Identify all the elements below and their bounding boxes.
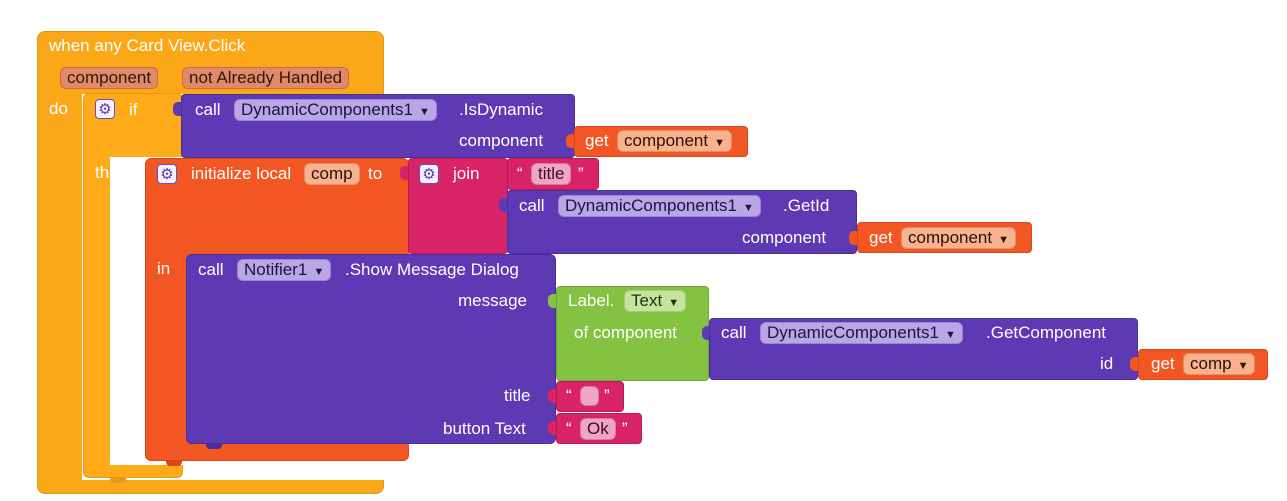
if-bottom-notch (110, 477, 126, 483)
get-var-name-2: component (908, 228, 993, 247)
text-title-value[interactable]: title (531, 163, 572, 185)
event-param-not-already-handled[interactable]: not Already Handled (182, 67, 350, 89)
text-title-quote-close: ” (578, 164, 584, 183)
isdynamic-component-dropdown[interactable]: DynamicComponents1 ▼ (234, 99, 437, 121)
get-var-name-3: comp (1190, 354, 1232, 373)
initialize-local-label: initialize local (191, 164, 292, 183)
get-plug-2 (849, 231, 858, 245)
isdynamic-method: .IsDynamic (459, 100, 544, 119)
chevron-down-icon: ▼ (714, 137, 726, 149)
title-arg-label: title (504, 386, 531, 405)
get-var-dropdown-3[interactable]: comp ▼ (1183, 353, 1256, 375)
event-param-component[interactable]: component (60, 67, 159, 89)
local-mutator-gear-icon[interactable]: ⚙ (157, 164, 177, 184)
if-label: if (129, 100, 138, 119)
label-property-name: Text (631, 291, 663, 310)
button-text-value[interactable]: Ok (580, 418, 616, 440)
isdynamic-arg-label: component (459, 131, 544, 150)
chevron-down-icon: ▼ (313, 266, 325, 278)
getcomponent-component-dropdown[interactable]: DynamicComponents1 ▼ (760, 322, 963, 344)
chevron-down-icon: ▼ (1237, 360, 1249, 372)
getcomponent-plug (702, 326, 711, 340)
title-quote-open: “ (566, 386, 572, 405)
button-text-arg-label: button Text (443, 419, 526, 438)
do-label: do (49, 99, 68, 118)
get-var-dropdown-2[interactable]: component ▼ (901, 227, 1017, 249)
getcomponent-method: .GetComponent (986, 323, 1107, 342)
message-arg-label: message (458, 291, 527, 310)
label-property-dropdown[interactable]: Text ▼ (624, 290, 687, 312)
getid-plug (499, 198, 508, 212)
button-quote-close: ” (622, 419, 628, 438)
label-prefix: Label. (568, 291, 615, 310)
button-quote-open: “ (566, 419, 572, 438)
isdynamic-plug (173, 102, 182, 116)
button-text-plug (548, 421, 557, 435)
to-label: to (368, 164, 383, 183)
join-label: join (453, 164, 480, 183)
chevron-down-icon: ▼ (944, 329, 956, 341)
getid-component-dropdown[interactable]: DynamicComponents1 ▼ (558, 195, 761, 217)
get-var-name-1: component (624, 131, 709, 150)
get-plug-1 (566, 134, 575, 148)
text-title-quote-open: “ (517, 164, 523, 183)
get-plug-3 (1130, 357, 1139, 371)
local-var-name[interactable]: comp (304, 163, 360, 185)
join-mutator-gear-icon[interactable]: ⚙ (419, 164, 439, 184)
event-header: when any Card View.Click (49, 36, 246, 55)
get-label-3: get (1151, 354, 1175, 373)
label-text-plug (548, 294, 557, 308)
of-component-label: of component (574, 323, 678, 342)
chevron-down-icon: ▼ (742, 202, 754, 214)
getcomponent-component-name: DynamicComponents1 (767, 323, 939, 342)
local-bottom-notch (166, 460, 182, 466)
notifier-component-name: Notifier1 (244, 260, 308, 279)
in-label: in (157, 259, 171, 278)
getid-component-name: DynamicComponents1 (565, 196, 737, 215)
get-var-dropdown-1[interactable]: component ▼ (617, 130, 733, 152)
notifier-component-dropdown[interactable]: Notifier1 ▼ (237, 259, 332, 281)
show-message-method: .Show Message Dialog (345, 260, 519, 279)
get-label-2: get (869, 228, 893, 247)
title-text-value[interactable] (580, 386, 599, 406)
isdynamic-component-name: DynamicComponents1 (241, 100, 413, 119)
getcomponent-call-label: call (721, 323, 747, 342)
title-text-plug (548, 389, 557, 403)
text-title-plug (499, 166, 508, 180)
chevron-down-icon: ▼ (418, 106, 430, 118)
show-message-call-label: call (198, 260, 224, 279)
getid-arg-label: component (742, 228, 827, 247)
show-message-bottom-notch (206, 443, 222, 449)
mutator-gear-icon[interactable]: ⚙ (95, 99, 115, 119)
show-message-dialog-block[interactable] (186, 254, 556, 444)
chevron-down-icon: ▼ (998, 234, 1010, 246)
chevron-down-icon: ▼ (668, 297, 680, 309)
get-label-1: get (585, 131, 609, 150)
title-quote-close: ” (604, 386, 610, 405)
join-plug (400, 166, 409, 180)
isdynamic-call-label: call (195, 100, 221, 119)
getid-method: .GetId (783, 196, 830, 215)
getid-call-label: call (519, 196, 545, 215)
getcomponent-arg-label: id (1100, 354, 1114, 373)
